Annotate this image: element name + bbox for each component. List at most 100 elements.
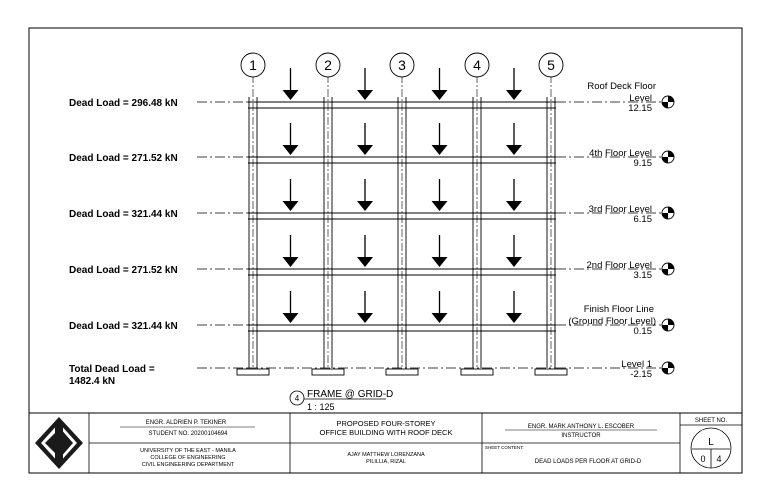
drawing-title-text: FRAME @ GRID-D [307,389,393,400]
elevation-marker-fill [662,102,668,108]
floor-levels [197,101,661,369]
sheet-index: 0 [700,454,705,464]
grid-label-5: 5 [547,57,555,73]
load-arrow-head [282,145,299,155]
grid-bubble [538,52,564,78]
load-arrow-head [506,90,522,100]
load-arrow-head [282,257,299,267]
grid-label-4: 4 [473,57,481,73]
sheet-total: 4 [716,454,721,464]
load-arrow-head [357,145,373,155]
level-roof-name-1: Roof Deck Floor [587,81,656,92]
grid-bubble [464,52,490,78]
load-arrow-head [431,145,448,155]
sheet-letter: L [708,437,714,448]
dead-load-4th: Dead Load = 271.52 kN [69,153,178,164]
load-arrow-head [431,313,448,323]
load-arrow-head [357,201,373,211]
level-ground-elevation: 0.15 [634,326,653,337]
elevation-marker-fill [668,96,674,102]
level-4th-name: 4th Floor Level [589,148,652,159]
load-arrow-head [282,201,299,211]
elevation-marker-fill [662,325,668,331]
footings [236,368,568,376]
elevation-marker-fill [668,207,674,213]
title-block: ENGR. ALDRIEN P. TEKINER STUDENT NO. 202… [28,412,743,474]
load-arrow-head [506,313,522,323]
logo-left-wing [45,433,55,453]
load-arrow-head [282,90,299,100]
load-arrow-head [431,257,448,267]
school-line-3: CIVIL ENGINEERING DEPARTMENT [142,462,235,468]
level-1-elevation: -2.15 [630,369,652,380]
drawing-number: 4 [295,394,300,403]
level-2nd-elevation: 3.15 [634,270,653,281]
level-ground-name-2: (Ground Floor Level) [568,316,656,327]
dead-load-3rd: Dead Load = 321.44 kN [69,209,178,220]
project-line-1: PROPOSED FOUR-STOREY [336,419,435,428]
total-dead-load-label: Total Dead Load = [69,364,155,375]
grid-bubble [315,52,341,78]
elevation-marker-fill [662,213,668,219]
dead-load-labels: Dead Load = 296.48 kN Dead Load = 271.52… [69,98,178,387]
level-3rd-elevation: 6.15 [634,214,653,225]
owner-line-1: AJAY MATTHEW LORENZANA [347,452,425,458]
footing [460,368,494,376]
title-block-frame [28,412,743,474]
level-4th-elevation: 9.15 [634,158,653,169]
sheet-no-label: SHEET NO. [695,418,728,424]
footing [385,368,419,376]
grid-bubble [389,52,415,78]
school-line-2: COLLEGE OF ENGINEERING [150,455,225,461]
grid-label-3: 3 [398,57,406,73]
dead-load-ground: Dead Load = 321.44 kN [69,321,178,332]
dead-load-roof: Dead Load = 296.48 kN [69,98,178,109]
project-line-2: OFFICE BUILDING WITH ROOF DECK [320,428,453,437]
grid-label-1: 1 [249,57,257,73]
level-1-name: Level 1 [621,359,652,370]
drawing-scale: 1 : 125 [307,402,335,412]
grid-bubble [240,52,266,78]
drawing-number-bubble [289,390,305,406]
drawing-title: 4 FRAME @ GRID-D 1 : 125 [289,389,393,412]
sheet-content-label: SHEET CONTENT: [485,445,524,450]
dead-load-2nd: Dead Load = 271.52 kN [69,265,178,276]
level-labels: Roof Deck Floor Level 12.15 4th Floor Le… [568,81,656,380]
level-roof-name-2: Level [629,93,652,104]
elevation-marker-fill [668,319,674,325]
load-arrow-head [357,257,373,267]
total-dead-load-value: 1482.4 kN [69,376,115,387]
load-arrow-head [357,313,373,323]
load-arrow-head [431,201,448,211]
footing [534,368,568,376]
instructor-role: INSTRUCTOR [561,433,601,439]
columns [248,75,556,372]
level-markers [661,95,675,375]
level-ground-name-1: Finish Floor Line [584,304,654,315]
elevation-marker-fill [668,151,674,157]
logo-center-bar [55,423,63,463]
level-3rd-name: 3rd Floor Level [589,204,652,215]
instructor-name: ENGR. MARK ANTHONY L. ESCOBER [528,424,635,430]
load-arrow-head [431,90,448,100]
elevation-marker-fill [668,263,674,269]
load-arrow-head [282,313,299,323]
elevation-marker-fill [662,157,668,163]
school-logo [35,417,83,469]
sheet-content: DEAD LOADS PER FLOOR AT GRID-D [535,459,642,465]
load-arrow-head [506,201,522,211]
load-arrow-head [357,90,373,100]
elevation-marker-fill [662,368,668,374]
load-arrow-head [506,257,522,267]
student-number: STUDENT NO. 20200104694 [149,431,229,437]
load-arrow-head [506,145,522,155]
level-roof-elevation: 12.15 [628,103,652,114]
level-2nd-name: 2nd Floor Level [587,260,652,271]
footing [236,368,270,376]
school-line-1: UNIVERSITY OF THE EAST - MANILA [140,448,236,454]
load-arrows [282,68,522,323]
elevation-marker-fill [662,269,668,275]
student-name: ENGR. ALDRIEN P. TEKINER [146,420,227,426]
